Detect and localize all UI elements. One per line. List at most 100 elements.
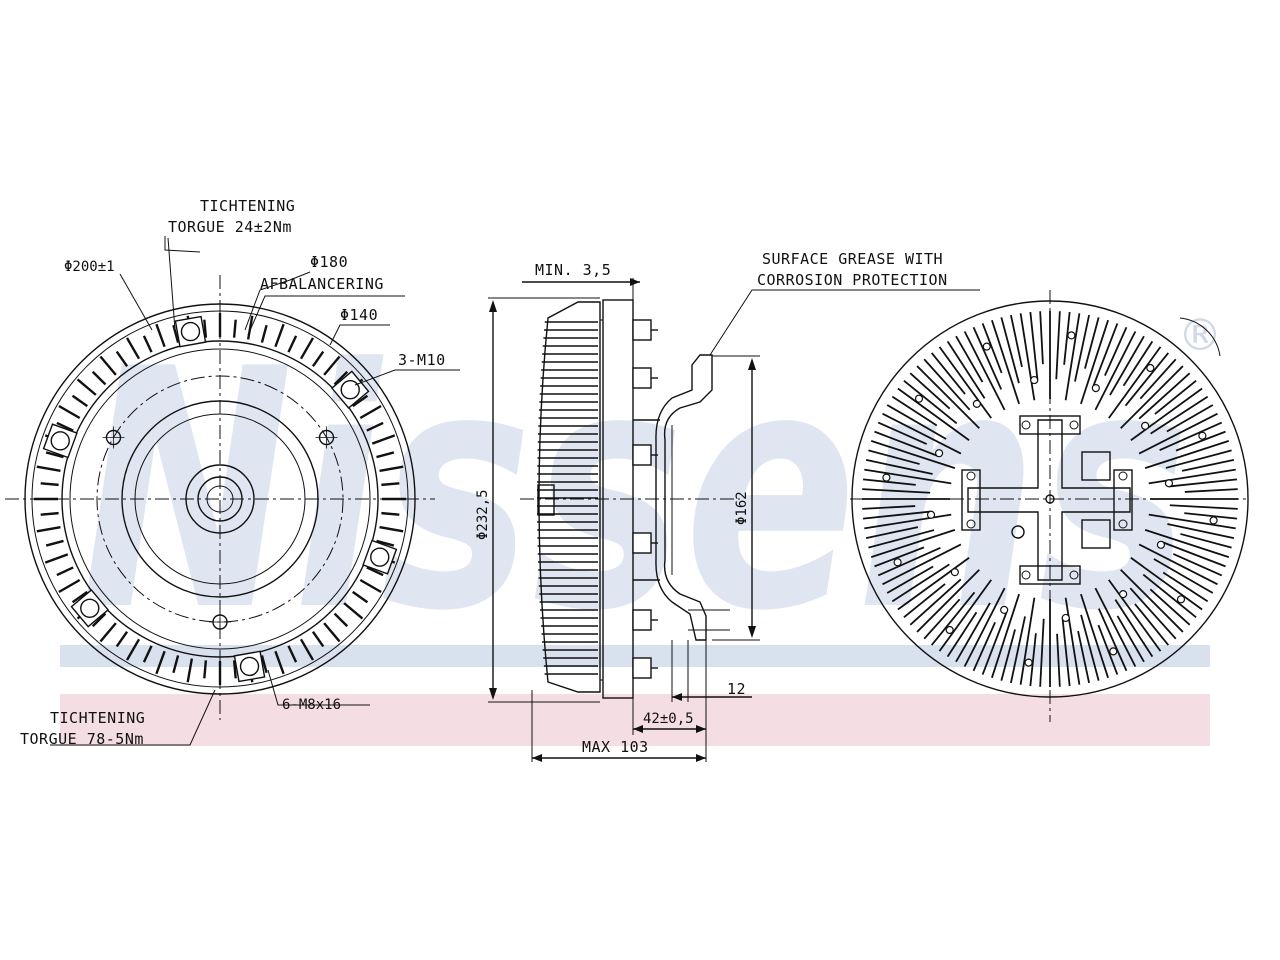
rear-fin (1010, 616, 1026, 684)
mounting-bolts (42, 315, 398, 683)
fin (352, 590, 369, 604)
rear-fin (1144, 440, 1230, 469)
fin (115, 631, 129, 648)
rear-fin (1142, 573, 1197, 619)
fin (99, 355, 117, 376)
rear-fins (862, 311, 1238, 687)
rear-fin (891, 563, 950, 603)
rear-fin (862, 478, 916, 486)
rear-fin (903, 583, 946, 619)
fin (56, 421, 74, 432)
rear-fin (1064, 597, 1081, 685)
bolt-washer (50, 431, 70, 451)
rear-fin (1120, 569, 1184, 633)
fin (323, 622, 341, 643)
side-bolt-head (632, 609, 652, 631)
outer-rim (24, 303, 416, 695)
rear-fin (938, 579, 992, 652)
rear-fin (930, 591, 976, 646)
rear-fin (1000, 629, 1016, 681)
cooling-fins (34, 313, 406, 685)
rear-fin (1180, 533, 1232, 549)
rear-hole (1061, 613, 1070, 623)
side-bolt-head (632, 444, 652, 466)
rear-fin (1080, 614, 1100, 681)
fin (45, 451, 64, 459)
rear-fin (963, 331, 1006, 411)
rear-fin (1169, 504, 1238, 510)
surface-grease-line1: SURFACE GREASE WITH (762, 250, 943, 268)
rear-fin (1129, 587, 1177, 640)
rear-fin (923, 358, 971, 411)
bolt-head (70, 588, 110, 628)
fin (76, 378, 97, 396)
side-bolt-head (632, 657, 652, 679)
fin (323, 355, 341, 376)
fin (274, 650, 285, 675)
max-103-label: MAX 103 (582, 738, 649, 756)
bolt-washer (80, 598, 100, 618)
fin (125, 337, 141, 360)
rear-fin (972, 621, 996, 672)
rear-fin (991, 319, 1020, 405)
thread-3m10-label: 3-M10 (398, 351, 446, 369)
dia-2325-label: Φ232,5 (475, 489, 491, 540)
rear-fin (1084, 317, 1100, 369)
rear-fin (972, 326, 1003, 390)
min-35-label: MIN. 3,5 (535, 261, 611, 279)
afbalancering-label: AFBALANCERING (260, 275, 384, 293)
rear-hole (1141, 421, 1150, 430)
fin (58, 578, 81, 594)
fin (287, 645, 298, 663)
rear-fin (1184, 488, 1238, 493)
rear-fin (865, 459, 933, 475)
rear-hole (882, 473, 891, 482)
rear-hole (1209, 516, 1218, 525)
fin (287, 335, 298, 353)
rear-hole (1156, 540, 1166, 549)
surface-grease-line2: CORROSION PROTECTION (757, 271, 948, 289)
rear-fin (1109, 335, 1145, 396)
fin (274, 323, 285, 348)
fin (91, 370, 107, 386)
rear-fin (1063, 311, 1071, 365)
rear-fin (981, 610, 1008, 675)
watermark-pink-band (60, 694, 1210, 746)
rear-fin (1169, 478, 1238, 488)
fin (142, 645, 153, 663)
rear-fin (897, 557, 970, 611)
rear-fin (909, 578, 962, 626)
fin (58, 404, 81, 420)
rear-hole (950, 568, 959, 577)
fin (203, 660, 208, 679)
rear-hole (1109, 647, 1118, 656)
rear-fin (1148, 513, 1236, 530)
side-bolt-head (632, 319, 652, 341)
rear-hole (1000, 605, 1009, 615)
fin (172, 655, 180, 674)
rear-fin (955, 602, 991, 663)
rear-holes (882, 331, 1218, 667)
bolt-washer (340, 380, 360, 400)
rear-fin (1039, 311, 1044, 365)
mounting-flange (655, 354, 713, 641)
rear-fin (1097, 608, 1128, 672)
fin (71, 590, 88, 604)
bolt-head (330, 370, 370, 410)
rear-fin (868, 449, 920, 465)
rear-fin (865, 526, 919, 539)
rear-fin (1104, 326, 1128, 377)
rear-fin (882, 412, 962, 455)
fin (232, 319, 237, 338)
bolts-6m8-label: 6-M8x16 (282, 697, 341, 713)
rear-fin (864, 513, 952, 530)
fin (36, 525, 61, 533)
fin (56, 566, 74, 577)
rear-fin (1154, 379, 1197, 415)
fin (125, 638, 141, 661)
fin (359, 404, 382, 420)
rear-fin (1175, 430, 1226, 452)
fin (115, 350, 129, 367)
side-view: Φ232,5 Φ162 MIN. 3,5 12 42±0,5 MAX 103 S… (475, 250, 980, 762)
rear-fin (897, 387, 970, 441)
